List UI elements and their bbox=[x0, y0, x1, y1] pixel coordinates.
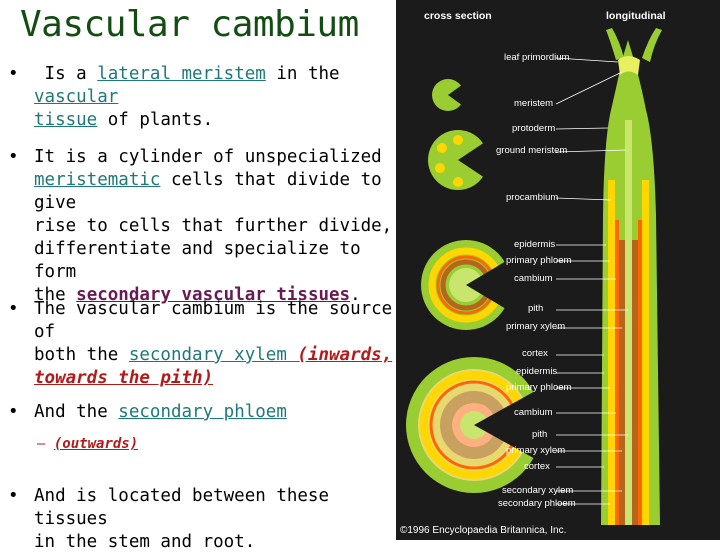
link-tissue[interactable]: tissue bbox=[34, 110, 98, 130]
sub-bullet-dash: – bbox=[37, 436, 46, 452]
text: of plants. bbox=[97, 110, 214, 130]
label-cortex-2: cortex bbox=[524, 461, 550, 472]
text: Is a bbox=[44, 64, 98, 84]
link-vascular[interactable]: vascular bbox=[34, 87, 119, 107]
bullet-3: • The vascular cambium is the source of … bbox=[8, 298, 393, 390]
bullet-dot: • bbox=[8, 486, 19, 506]
label-cortex-1: cortex bbox=[522, 348, 548, 359]
label-procambium: procambium bbox=[506, 192, 559, 203]
head-cross-section: cross section bbox=[424, 10, 492, 22]
head-longitudinal: longitudinal bbox=[606, 10, 666, 22]
label-protoderm: protoderm bbox=[512, 123, 556, 134]
text: And is located between these tissues bbox=[34, 486, 330, 529]
inwards-note: (inwards, bbox=[297, 345, 393, 365]
label-secondary-phloem: secondary phloem bbox=[498, 498, 576, 509]
label-meristem: meristem bbox=[514, 98, 554, 109]
text: in the bbox=[265, 64, 340, 84]
text: cells that divide to give bbox=[34, 170, 382, 213]
label-epidermis-2: epidermis bbox=[516, 366, 558, 377]
link-meristematic[interactable]: meristematic bbox=[34, 170, 161, 190]
text: in the stem and root. bbox=[34, 532, 256, 552]
strand-left-cambium bbox=[615, 220, 619, 525]
label-ground-meristem: ground meristem bbox=[496, 145, 568, 156]
pith-column bbox=[625, 120, 632, 525]
bullet-1: • Is a lateral meristem in the vascular … bbox=[8, 63, 393, 132]
text: both the bbox=[34, 345, 129, 365]
label-leaf-primordium: leaf primordium bbox=[504, 52, 570, 63]
copyright-credit: ©1996 Encyclopaedia Britannica, Inc. bbox=[400, 525, 567, 536]
slide-title: Vascular cambium bbox=[20, 4, 359, 45]
label-cambium-1: cambium bbox=[514, 273, 553, 284]
text: And the bbox=[34, 402, 119, 422]
bullet-dot: • bbox=[8, 402, 19, 422]
label-pith-1: pith bbox=[528, 303, 544, 314]
strand-left-xylem bbox=[619, 240, 625, 525]
label-cambium-2: cambium bbox=[514, 407, 553, 418]
label-primary-xylem-2: primary xylem bbox=[506, 445, 566, 456]
strand-right-phloem bbox=[642, 180, 649, 525]
sub-bullet: – (outwards) bbox=[37, 433, 138, 456]
strand-right-xylem bbox=[632, 240, 638, 525]
link-secondary-phloem[interactable]: secondary phloem bbox=[118, 402, 287, 422]
stem-diagram-art bbox=[406, 28, 662, 525]
text: differentiate and specialize to form bbox=[34, 239, 361, 282]
bullet-dot: • bbox=[8, 299, 19, 319]
outwards-note: (outwards) bbox=[53, 436, 139, 452]
leaf-primordium-right bbox=[642, 28, 662, 62]
text: The vascular cambium is the source of bbox=[34, 299, 393, 342]
strand-left-phloem bbox=[608, 180, 615, 525]
stem-diagram: cross section longitudinal leaf primordi… bbox=[396, 0, 720, 540]
label-primary-phloem-2: primary phloem bbox=[506, 382, 572, 393]
bullet-dot: • bbox=[8, 147, 19, 167]
label-secondary-xylem: secondary xylem bbox=[502, 485, 574, 496]
label-primary-xylem-1: primary xylem bbox=[506, 321, 566, 332]
link-lateral-meristem[interactable]: lateral meristem bbox=[97, 64, 266, 84]
apical-meristem bbox=[618, 56, 640, 75]
text: rise to cells that further divide, bbox=[34, 216, 393, 236]
text: . bbox=[350, 285, 361, 305]
strand-right-cambium bbox=[638, 220, 642, 525]
bullet-2: • It is a cylinder of unspecialized meri… bbox=[8, 146, 393, 307]
leaf-primordium-left bbox=[606, 28, 624, 60]
inwards-note-2: towards the pith) bbox=[34, 368, 214, 388]
label-primary-phloem-1: primary phloem bbox=[506, 255, 572, 266]
text: the bbox=[34, 285, 77, 305]
label-epidermis-1: epidermis bbox=[514, 239, 556, 250]
bullet-5: • And is located between these tissues i… bbox=[8, 485, 393, 554]
text: It is a cylinder of unspecialized bbox=[34, 147, 382, 167]
link-secondary-xylem[interactable]: secondary xylem bbox=[128, 345, 298, 365]
bullet-dot: • bbox=[8, 64, 19, 84]
label-pith-2: pith bbox=[532, 429, 548, 440]
bullet-4: • And the secondary phloem bbox=[8, 401, 393, 424]
link-secondary-vascular-tissues[interactable]: secondary vascular tissues bbox=[76, 285, 351, 305]
